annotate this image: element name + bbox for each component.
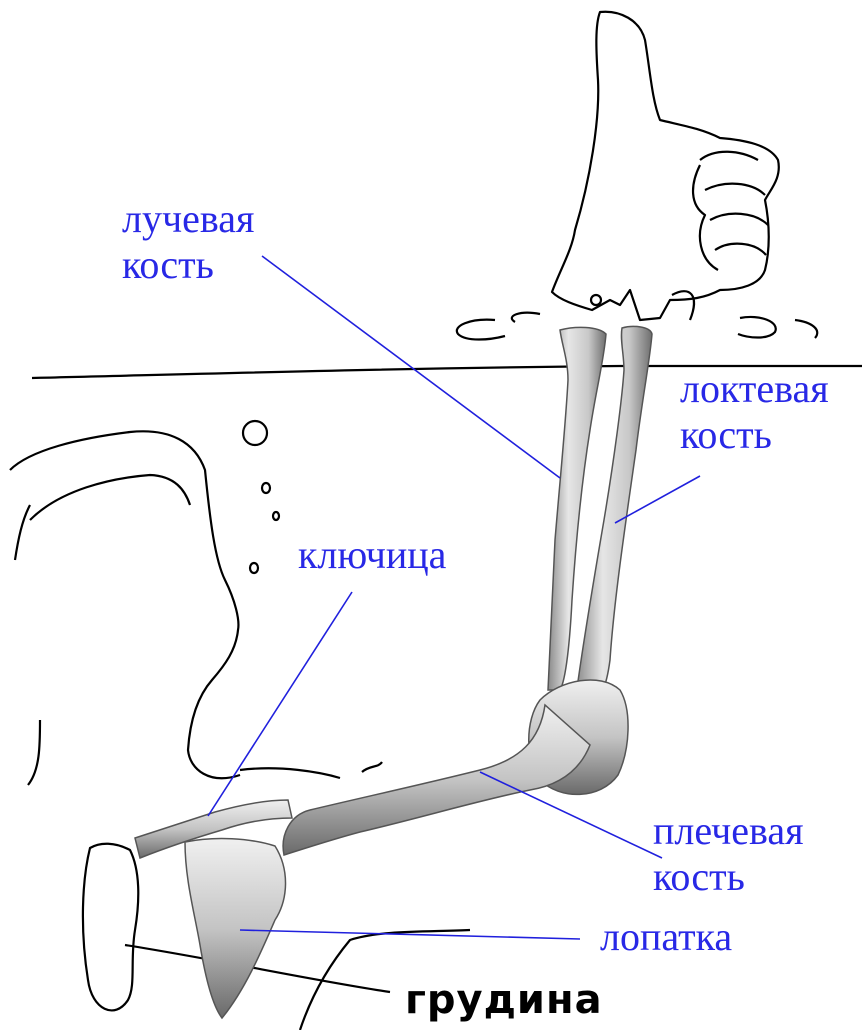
radius-label: лучевая кость: [122, 196, 254, 288]
humerus-label: плечевая кость: [653, 808, 804, 900]
scapula-label: лопатка: [600, 914, 732, 960]
humerus-bone: [283, 705, 590, 855]
ulna-label-line1: локтевая: [680, 366, 829, 412]
hand-outline: [552, 12, 779, 320]
head-outline: [10, 421, 382, 785]
clavicle-leader: [208, 592, 352, 816]
clavicle-label-line1: ключица: [298, 532, 446, 578]
humerus-label-line2: кость: [653, 854, 804, 900]
ulna-label: локтевая кость: [680, 366, 829, 458]
clavicle-label: ключица: [298, 532, 446, 578]
scapula-label-line1: лопатка: [600, 914, 732, 960]
scapula-bone: [185, 839, 286, 1018]
radius-label-line2: кость: [122, 242, 254, 288]
humerus-label-line1: плечевая: [653, 808, 804, 854]
sternum-label: грудина: [405, 977, 603, 1023]
ulna-label-line2: кость: [680, 412, 829, 458]
bones: [135, 326, 652, 1018]
radius-label-line1: лучевая: [122, 196, 254, 242]
